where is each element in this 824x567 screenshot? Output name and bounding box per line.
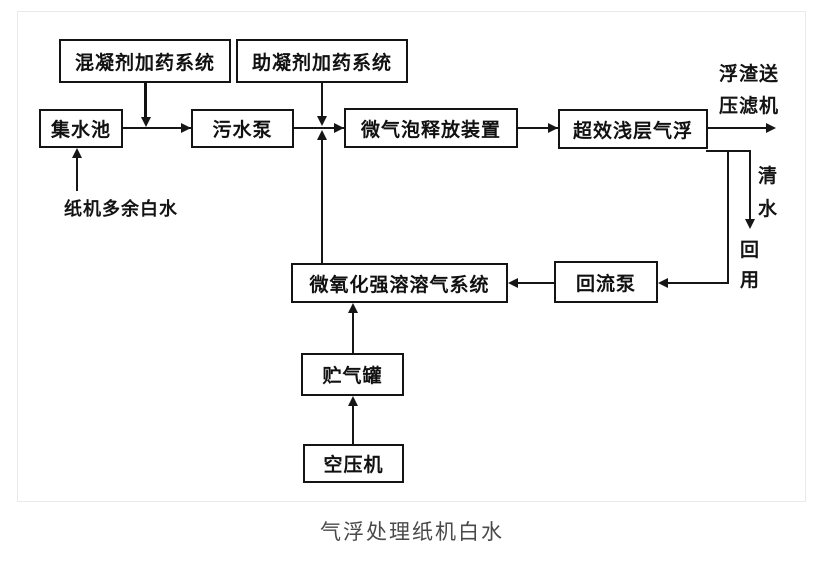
flow-line-bubble-to-daf	[518, 127, 558, 129]
flow-line-scum-out	[708, 127, 766, 129]
flow-line-to-reflux-pump	[668, 282, 729, 284]
arrowhead-white-water-in	[72, 148, 82, 158]
arrowhead-tank-to-pump	[181, 123, 191, 133]
node-label: 回流泵	[575, 272, 636, 295]
flow-line-dissolved-air-up	[321, 139, 323, 263]
flow-line-outlet-down	[727, 150, 729, 284]
node-reflux-pump: 回流泵	[554, 261, 658, 303]
label-excess-white-water: 纸机多余白水	[64, 199, 178, 220]
node-label: 混凝剂加药系统	[74, 51, 215, 74]
node-label: 空压机	[323, 454, 384, 476]
arrowhead-clear-water	[745, 219, 755, 229]
diagram-panel: 混凝剂加药系统 助凝剂加药系统 集水池 污水泵 微气泡释放装置 超效浅层气浮 微…	[17, 11, 806, 502]
label-reuse: 回 用	[740, 239, 761, 291]
label-clear-water: 清 水	[758, 165, 779, 220]
node-label: 微气泡释放装置	[360, 118, 501, 141]
label-scum-to-filter-press: 浮渣送 压滤机	[719, 63, 780, 117]
node-label: 助凝剂加药系统	[251, 51, 392, 74]
node-coagulant-dosing: 混凝剂加药系统	[59, 39, 231, 83]
arrowhead-dissolved-air-up	[317, 130, 327, 140]
arrowhead-scum-out	[766, 123, 776, 133]
arrowhead-reflux-to-system	[508, 278, 518, 288]
arrowhead-coagulant-down	[141, 117, 151, 127]
node-oxidation-dissolved-air-system: 微氧化强溶溶气系统	[291, 263, 508, 303]
node-air-compressor: 空压机	[303, 444, 404, 483]
flow-line-tank-to-system	[352, 312, 354, 353]
flow-line-white-water-in	[76, 157, 78, 191]
arrowhead-pump-to-bubble	[334, 123, 344, 133]
flow-line-reflux-to-system	[518, 282, 554, 284]
arrowhead-coagulant-aid-down	[317, 116, 327, 126]
node-collection-tank: 集水池	[39, 109, 123, 148]
diagram-caption: 气浮处理纸机白水	[320, 520, 504, 544]
node-label: 贮气罐	[322, 365, 383, 387]
node-shallow-air-flotation: 超效浅层气浮	[558, 109, 708, 149]
flow-line-coagulant-down	[144, 83, 147, 119]
node-air-storage-tank: 贮气罐	[301, 353, 404, 396]
arrowhead-bubble-to-daf	[548, 123, 558, 133]
arrowhead-compressor-to-tank	[348, 396, 358, 406]
arrowhead-tank-to-system	[348, 303, 358, 313]
node-bubble-release-device: 微气泡释放装置	[344, 108, 518, 148]
node-label: 污水泵	[212, 119, 273, 141]
flow-line-clear-water	[749, 150, 751, 220]
node-label: 超效浅层气浮	[572, 119, 693, 142]
flow-line-coagulant-aid-down	[321, 83, 323, 117]
node-coagulant-aid-dosing: 助凝剂加药系统	[236, 39, 408, 83]
arrowhead-to-reflux-pump	[658, 278, 668, 288]
node-label: 集水池	[50, 119, 111, 141]
node-label: 微氧化强溶溶气系统	[309, 273, 490, 296]
flow-line-pump-to-bubble	[294, 127, 344, 129]
node-sewage-pump: 污水泵	[191, 109, 294, 148]
flow-line-tank-to-pump	[123, 127, 191, 129]
flow-line-compressor-to-tank	[352, 405, 354, 444]
